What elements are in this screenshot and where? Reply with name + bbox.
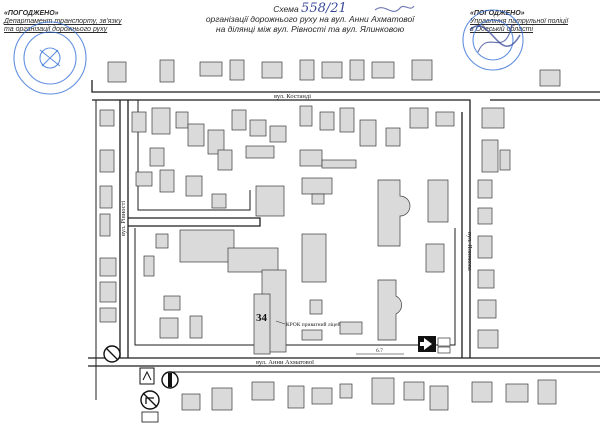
pedestrian-sign [139, 367, 155, 385]
inner-lane [128, 217, 261, 227]
scheme-title-line2: на ділянці між вул. Рівності та вул. Яли… [215, 24, 405, 34]
street-label-rivnosti: вул. Рівності [120, 201, 127, 236]
approval-right-line2: в Одеській області [470, 26, 534, 33]
stamp-right-seal [462, 9, 524, 71]
scheme-title-word: Схема [273, 4, 299, 14]
street-kostandi [91, 80, 600, 112]
scheme-number: 558/21 [301, 1, 347, 16]
no-stopping-sign [103, 345, 121, 363]
dimension-label: 6.7 [376, 348, 383, 354]
street-label-kostandi: вул. Костанді [274, 93, 311, 100]
scheme-title: Схема 558/21 організації дорожнього руху… [190, 1, 430, 34]
street-rivnosti [119, 100, 129, 358]
approval-left-heading: «ПОГОДЖЕНО» [4, 10, 59, 17]
approval-left-line2: та організації дорожнього руху [4, 26, 108, 33]
approval-right-line1: Управління патрульної поліції [470, 18, 569, 25]
approval-right-heading: «ПОГОДЖЕНО» [470, 10, 525, 17]
street-label-yalynkova: вул. Ялинкова [466, 232, 473, 271]
street-akhmatovoi [88, 357, 600, 367]
arrow-sign [418, 336, 436, 352]
approval-left-line1: Департамент транспорту, зв'язку [4, 18, 122, 25]
school-label: КРОК приватний ліцей [286, 321, 341, 328]
signature-title [374, 5, 415, 12]
no-turn-sign [140, 390, 160, 410]
house-number: 34 [256, 312, 268, 324]
plate-sign [141, 411, 159, 423]
school-label-leader [275, 320, 286, 325]
approval-left: «ПОГОДЖЕНО» Департамент транспорту, зв'я… [4, 10, 154, 34]
buildings [99, 59, 561, 411]
street-yalynkova [461, 112, 471, 358]
stamp-left-seal [13, 21, 87, 95]
inner-block-fence [137, 100, 251, 211]
street-label-akhmatovoi: вул. Анни Ахматової [256, 359, 314, 366]
school-fence [134, 228, 456, 346]
approval-right: «ПОГОДЖЕНО» Управління патрульної поліці… [470, 10, 598, 34]
one-way-sign [161, 371, 179, 389]
scheme-title-line1: організації дорожнього руху на вул. Анни… [205, 14, 415, 24]
small-sign-cluster [437, 337, 451, 354]
